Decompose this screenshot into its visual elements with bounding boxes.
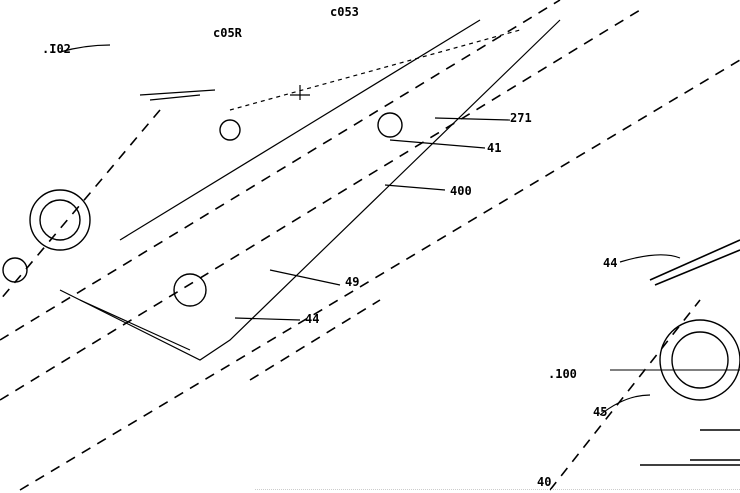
ref-label-306: c053 <box>330 5 359 19</box>
ref-label-40: 40 <box>537 475 552 489</box>
ref-label-305: c05R <box>213 26 242 40</box>
ref-label-100: .100 <box>548 367 577 381</box>
ref-label-271: 271 <box>510 111 532 125</box>
leader-lines <box>59 44 681 416</box>
ref-label-45: 45 <box>593 405 608 419</box>
ref-label-102: .I02 <box>42 42 71 56</box>
ref-label-44a: 44 <box>305 312 320 326</box>
ref-label-400: 400 <box>450 184 472 198</box>
ref-label-41: 41 <box>487 141 502 155</box>
hatched-band <box>59 19 561 361</box>
swirl-marks <box>2 112 740 401</box>
bottom-dotted-edge <box>255 489 740 493</box>
ref-label-49: 49 <box>345 275 360 289</box>
right-device <box>610 239 740 466</box>
ref-label-44b: 44 <box>603 256 618 270</box>
